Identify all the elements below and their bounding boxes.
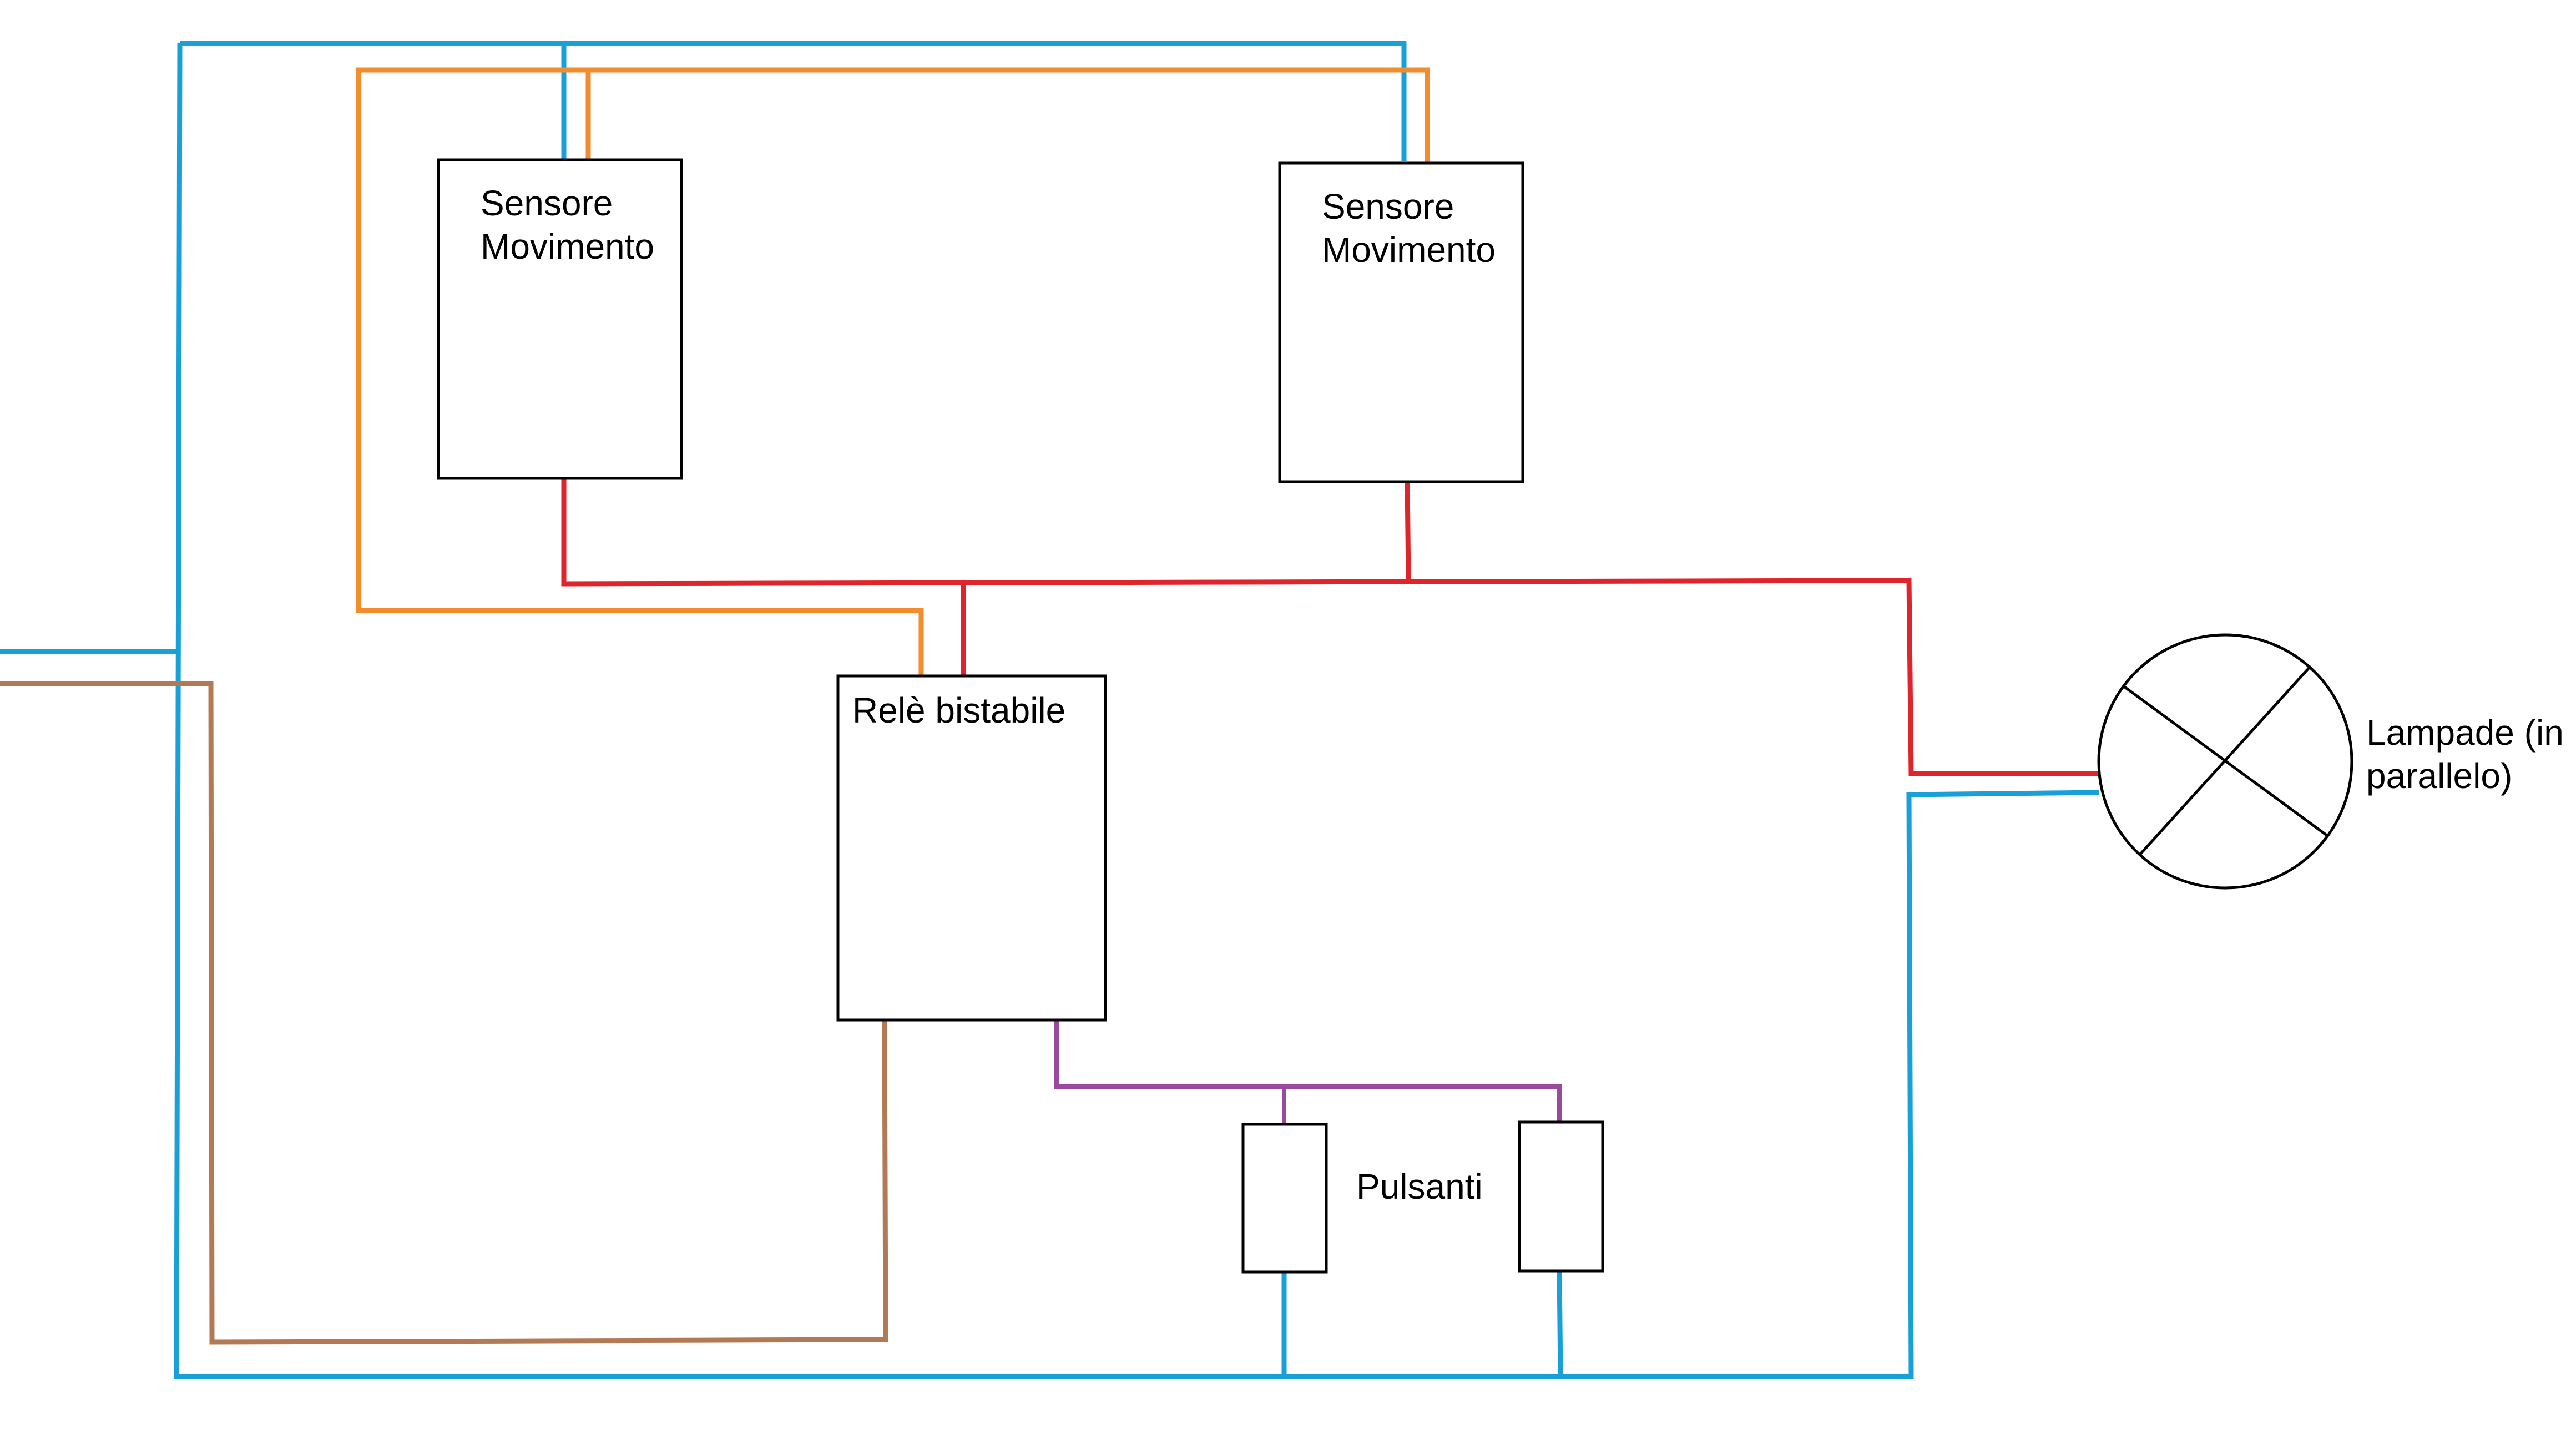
relay-label: Relè bistabile [852, 690, 1065, 730]
sensor-left-label-line2: Movimento [481, 226, 654, 266]
buttons: Pulsanti [1241, 1120, 1604, 1274]
sensor-right: Sensore Movimento [1278, 161, 1524, 483]
relay: Relè bistabile [836, 674, 1107, 1022]
neutral-top-bus [180, 41, 1407, 161]
sensor-left-label-line1: Sensore [481, 183, 613, 223]
relay-feed-wires [0, 681, 888, 1345]
lamp-cross-icon [2097, 633, 2353, 890]
lamp-label-line1: Lampade (in [2366, 713, 2564, 753]
button-signal-bus [1054, 1020, 1562, 1124]
button-signal-wires [1054, 1020, 1562, 1125]
phase-wires [561, 478, 2099, 776]
buttons-label: Pulsanti [1356, 1167, 1483, 1206]
button-right-box [1518, 1120, 1604, 1273]
phase-sensor-right-drop [1405, 481, 1411, 582]
supply-top-bus [585, 67, 1430, 162]
supply-wires [356, 67, 1430, 676]
neutral-main-loop [174, 43, 2099, 1379]
neutral-button-right [1557, 1271, 1563, 1377]
sensor-right-box [1278, 161, 1524, 483]
relay-feed-line [0, 681, 888, 1345]
neutral-wires [0, 41, 2099, 1379]
button-left-box [1241, 1123, 1328, 1274]
sensor-left: Sensore Movimento [437, 158, 683, 480]
lamp-label-line2: parallelo) [2366, 756, 2512, 796]
sensor-left-box [437, 158, 683, 480]
relay-box [836, 674, 1107, 1022]
sensor-right-label-line2: Movimento [1322, 230, 1496, 270]
supply-relay-loop [356, 67, 924, 676]
phase-bus [561, 478, 2099, 776]
lamp: Lampade (in parallelo) [2097, 633, 2564, 890]
sensor-right-label-line1: Sensore [1322, 186, 1454, 226]
